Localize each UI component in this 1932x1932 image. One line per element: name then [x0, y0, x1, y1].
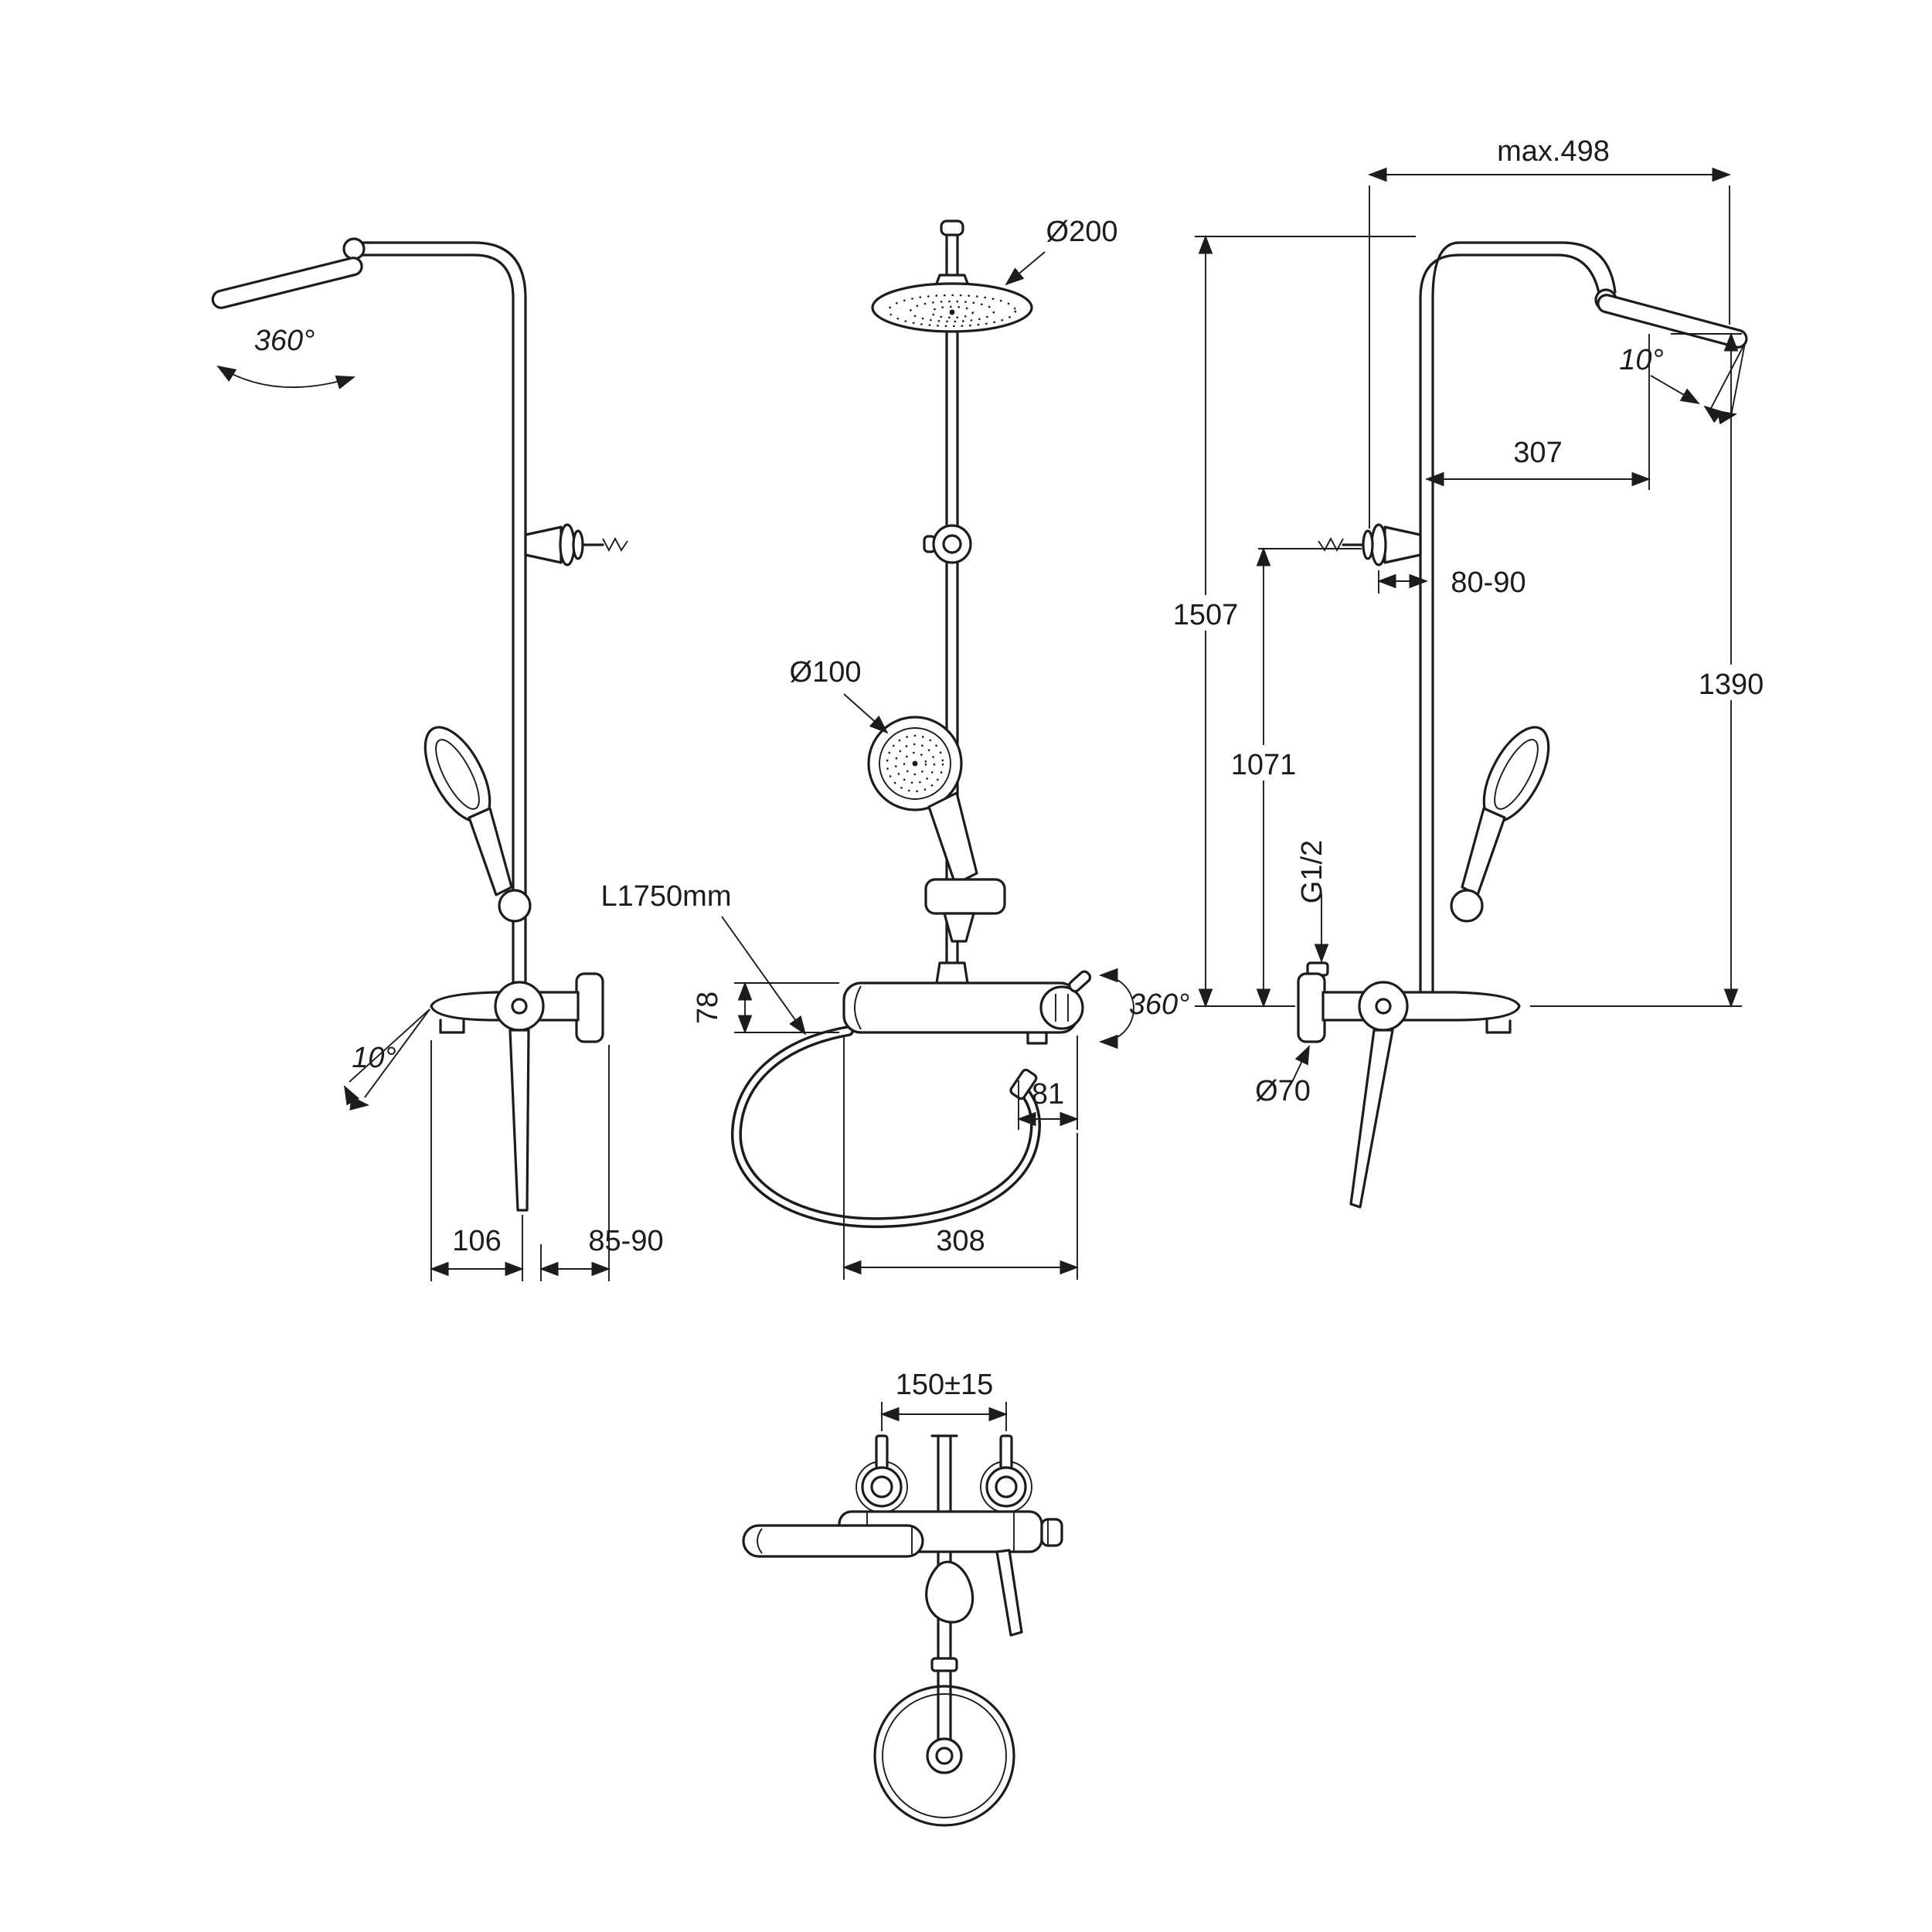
spout-top: [742, 1524, 924, 1558]
view-rear-dimensioned: max.498 10° 307 80-90: [1162, 135, 1774, 1209]
head-tilt-annotation: 10°: [1619, 342, 1746, 425]
dim-81-label: 81: [1032, 1078, 1064, 1111]
wall-bracket: [524, 523, 628, 566]
hose-connector-top: [930, 1657, 958, 1672]
riser-pipe-top: [930, 1434, 958, 1513]
dim-1071-label: 1071: [1231, 749, 1297, 781]
inlet-connection-right: [980, 1434, 1032, 1513]
diverter-swivel-label: 360°: [1129, 988, 1190, 1021]
diverter-swivel-annotation: 360°: [1099, 968, 1190, 1049]
dim-70-label: Ø70: [1255, 1075, 1311, 1107]
inlet-connection-left: [855, 1434, 908, 1513]
wall-bracket: [1318, 523, 1422, 566]
handspray-diameter-label: Ø100: [790, 656, 862, 689]
hose-length-annotation: L1750mm: [601, 880, 807, 1036]
dimension-80-90: 80-90: [1377, 561, 1536, 599]
head-swivel-label: 360°: [254, 325, 315, 357]
head-diameter-label: Ø200: [1046, 216, 1118, 248]
shower-hose: [730, 1026, 1041, 1229]
dim-85-90-label: 85-90: [588, 1225, 663, 1257]
dimension-1071: 1071: [1220, 547, 1362, 1008]
dimension-78: 78: [692, 981, 839, 1034]
connection-thread-annotation: G1/2: [1296, 840, 1329, 977]
dimension-106: 106: [430, 1040, 524, 1281]
dim-308-label: 308: [936, 1225, 985, 1257]
dimension-307: 307: [1425, 334, 1651, 490]
escutcheon-diameter-annotation: Ø70: [1255, 1045, 1311, 1107]
riser-pipe: [1419, 241, 1617, 995]
overhead-shower-head: [1594, 288, 1748, 349]
bath-mixer-rear: [1297, 972, 1521, 1209]
dimension-81: 81: [1017, 1036, 1079, 1130]
hand-shower: [1450, 726, 1550, 923]
handle-teardrop-top: [925, 1560, 975, 1624]
spout-tilt-annotation: 10°: [344, 1009, 430, 1111]
overhead-shower-head: [211, 237, 366, 309]
dim-78-label: 78: [692, 992, 724, 1024]
dim-1507-label: 1507: [1173, 599, 1239, 631]
dim-1390-label: 1390: [1699, 668, 1764, 701]
dim-106-label: 106: [452, 1225, 501, 1257]
handspray-diameter-annotation: Ø100: [790, 656, 889, 734]
view-front: Ø200 Ø100: [601, 216, 1190, 1280]
dim-80-90-label: 80-90: [1451, 566, 1526, 599]
slider-bracket: [923, 524, 972, 564]
hose-length-label: L1750mm: [601, 880, 732, 913]
dim-150-label: 150±15: [896, 1369, 994, 1401]
dimension-150-15: 150±15: [880, 1369, 1008, 1431]
hand-shower: [423, 726, 532, 923]
dimension-85-90: 85-90: [539, 1045, 664, 1281]
hand-shower: [867, 716, 1006, 943]
dim-max-498-label: max.498: [1497, 135, 1610, 168]
overhead-shower-head: [871, 274, 1033, 333]
hand-shower-top: [873, 1685, 1015, 1827]
view-top: 150±15: [742, 1369, 1063, 1827]
dimension-max-498: max.498: [1368, 135, 1731, 529]
riser-pipe: [359, 241, 527, 995]
bath-mixer-front: [842, 961, 1092, 1045]
head-tilt-label: 10°: [1619, 344, 1663, 376]
bath-mixer-side: [430, 972, 604, 1212]
view-side-profile: 360° 10°: [211, 237, 664, 1281]
head-diameter-annotation: Ø200: [1005, 216, 1118, 286]
dimension-1390: 1390: [1530, 332, 1774, 1008]
dimension-1507: 1507: [1162, 235, 1416, 1008]
diverter-lever-top: [995, 1549, 1023, 1637]
thread-label: G1/2: [1296, 840, 1328, 903]
head-swivel-annotation: 360°: [216, 325, 355, 389]
spout-tilt-label: 10°: [352, 1042, 396, 1074]
dimension-308: 308: [842, 1036, 1079, 1280]
dim-307-label: 307: [1513, 437, 1562, 469]
